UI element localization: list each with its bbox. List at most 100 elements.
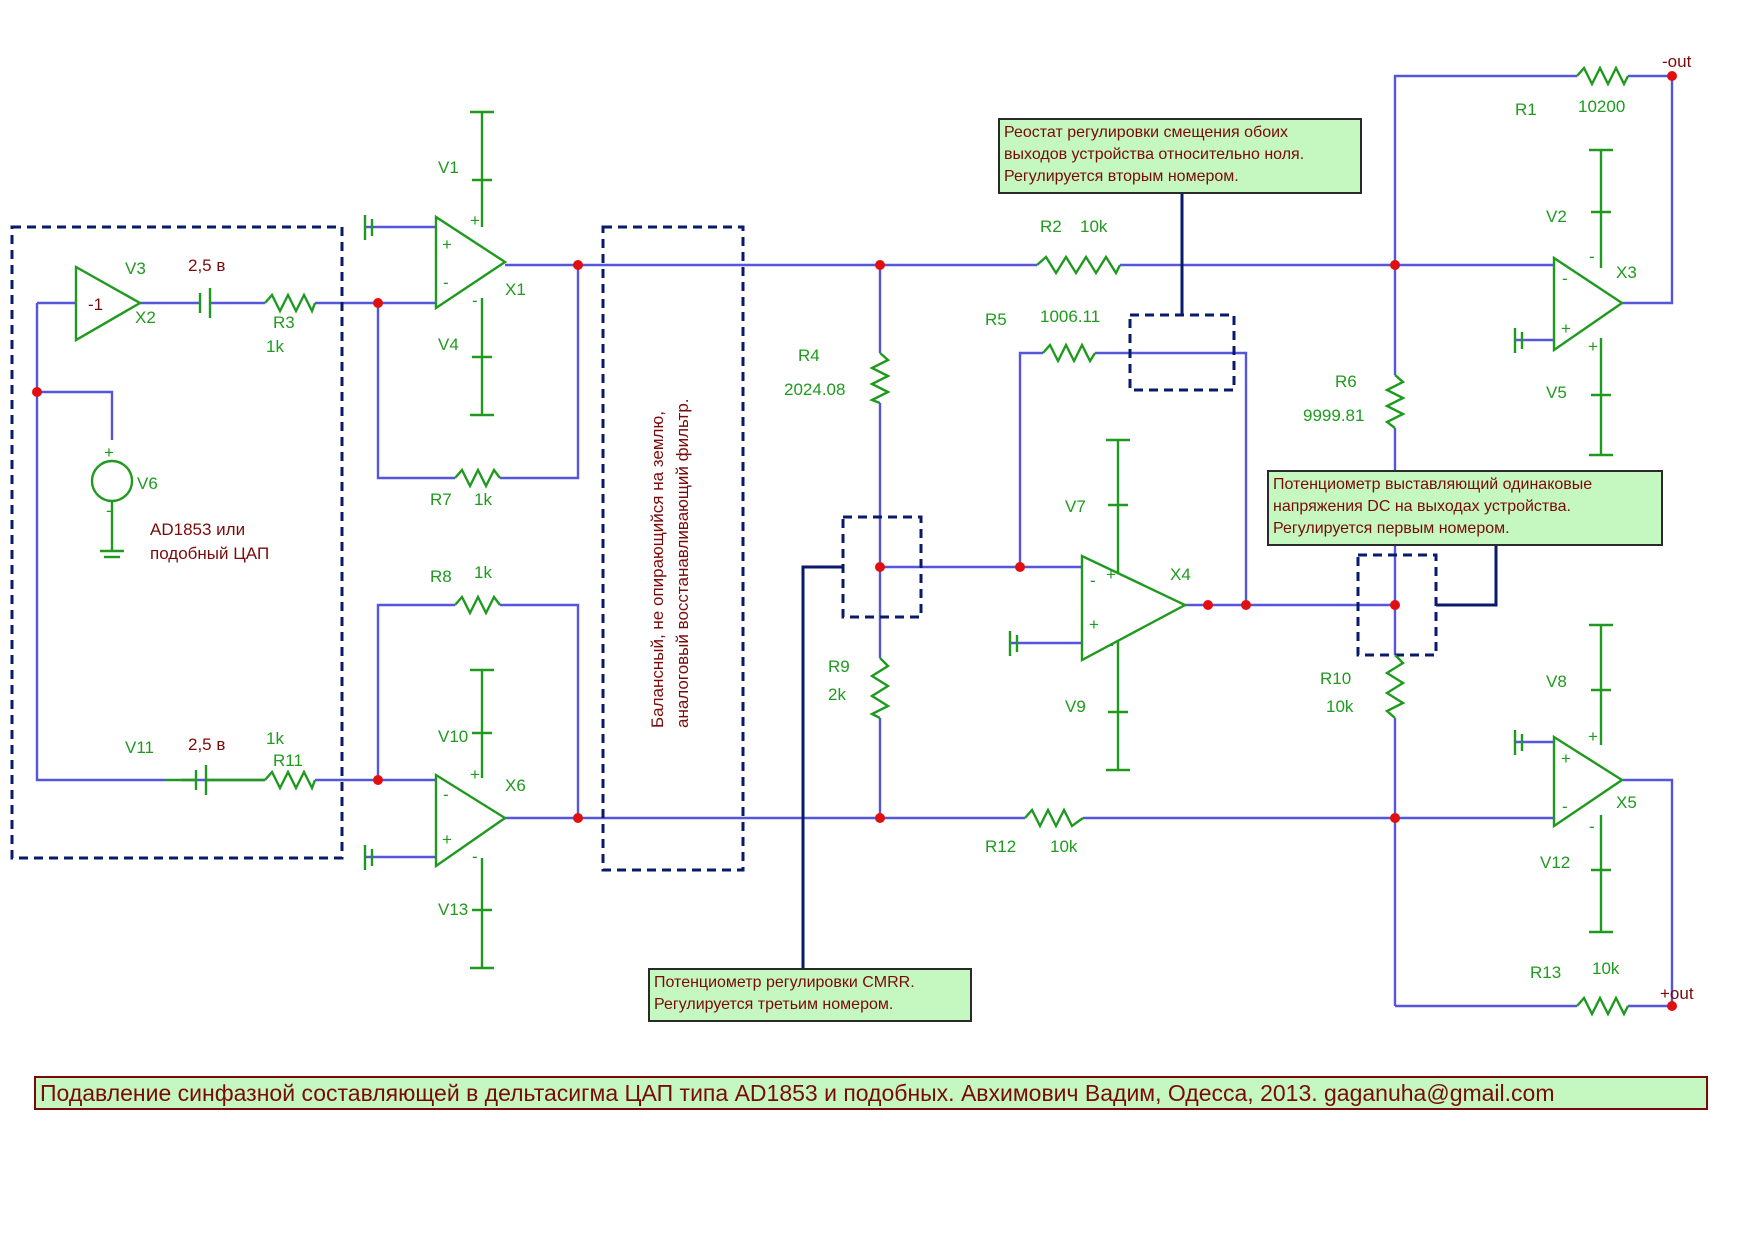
label-r10: R10: [1320, 669, 1351, 688]
note-rheostat-line3: Регулируется вторым номером.: [1004, 168, 1239, 185]
label-v10: V10: [438, 727, 468, 746]
label-r13: R13: [1530, 963, 1561, 982]
label-filter-line2: аналоговый восстанавливающий фильтр.: [673, 399, 692, 729]
label-v8: V8: [1546, 672, 1567, 691]
label-dac-line2: подобный ЦАП: [150, 544, 269, 563]
label-r10-value: 10k: [1326, 697, 1354, 716]
label-r6-value: 9999.81: [1303, 406, 1364, 425]
label-r2: R2: [1040, 217, 1062, 236]
label-r12: R12: [985, 837, 1016, 856]
opamp-x4: [1080, 438, 1188, 772]
label-v6: V6: [137, 474, 158, 493]
label-r8-value: 1k: [474, 563, 492, 582]
label-v3: V3: [125, 259, 146, 278]
label-v3-value: 2,5 в: [188, 256, 225, 275]
resistor-r9: [869, 657, 891, 720]
resistor-r8: [454, 594, 501, 616]
label-r12-value: 10k: [1050, 837, 1078, 856]
svg-text:-: -: [1589, 817, 1595, 836]
opamp-x5: [1552, 623, 1625, 934]
svg-text:+: +: [1588, 337, 1598, 356]
svg-text:+: +: [1561, 319, 1571, 338]
note-pot-cmrr: Потенциометр регулировки CMRR. Регулируе…: [648, 968, 972, 1022]
label-r1-value: 10200: [1578, 97, 1625, 116]
svg-text:-: -: [1562, 797, 1568, 816]
label-v4: V4: [438, 335, 459, 354]
labels: V3 2,5 в -1 X2 R3 1k V6 AD1853 или подоб…: [88, 52, 1694, 1003]
label-r1: R1: [1515, 100, 1537, 119]
label-r13-value: 10k: [1592, 959, 1620, 978]
label-x2-value: -1: [88, 295, 103, 314]
svg-text:-: -: [443, 273, 449, 292]
label-r9: R9: [828, 657, 850, 676]
svg-text:+: +: [1089, 615, 1099, 634]
opamp-x3: [1552, 148, 1625, 457]
junctions: [32, 71, 1677, 1011]
resistor-r2: [1036, 254, 1122, 276]
label-r8: R8: [430, 567, 452, 586]
label-x2: X2: [135, 308, 156, 327]
resistor-r3: [264, 292, 317, 314]
label-x5: X5: [1616, 793, 1637, 812]
svg-text:-: -: [1090, 571, 1096, 590]
svg-text:-: -: [472, 291, 478, 310]
resistor-r6: [1384, 374, 1406, 429]
label-filter-line1: Балансный, не опирающийся на землю,: [648, 411, 667, 728]
label-r4: R4: [798, 346, 820, 365]
label-r7: R7: [430, 490, 452, 509]
svg-text:+: +: [1561, 749, 1571, 768]
note-rheostat: Реостат регулировки смещения обоих выход…: [998, 118, 1362, 194]
svg-text:+: +: [104, 443, 114, 462]
label-v11-value: 2,5 в: [188, 735, 225, 754]
label-r2-value: 10k: [1080, 217, 1108, 236]
svg-text:-: -: [443, 785, 449, 804]
note-pot-dc: Потенциометр выставляющий одинаковые нап…: [1267, 470, 1663, 546]
resistor-r4: [869, 352, 891, 405]
label-v9: V9: [1065, 697, 1086, 716]
label-v11: V11: [125, 738, 154, 757]
svg-text:-: -: [472, 847, 478, 866]
svg-text:+: +: [1106, 565, 1116, 584]
label-r4-value: 2024.08: [784, 380, 845, 399]
source-v6: + -: [90, 443, 134, 559]
resistor-r5: [1042, 342, 1097, 364]
svg-text:-: -: [106, 501, 112, 520]
note-pot-cmrr-line1: Потенциометр регулировки CMRR.: [654, 974, 915, 991]
svg-text:+: +: [1588, 727, 1598, 746]
opamp-x6: [434, 668, 508, 970]
ground-stubs: [363, 215, 1524, 870]
label-v7: V7: [1065, 497, 1086, 516]
opamp-x1: [434, 110, 508, 417]
label-r7-value: 1k: [474, 490, 492, 509]
resistor-r13: [1576, 995, 1630, 1017]
svg-text:-: -: [1589, 247, 1595, 266]
label-x4: X4: [1170, 565, 1191, 584]
note-pot-dc-line2: напряжения DC на выходах устройства.: [1273, 498, 1571, 515]
label-v13: V13: [438, 900, 468, 919]
label-r6: R6: [1335, 372, 1357, 391]
resistor-r11: [264, 769, 317, 791]
label-v1: V1: [438, 158, 459, 177]
label-x1: X1: [505, 280, 526, 299]
note-rheostat-line2: выходов устройства относительно ноля.: [1004, 146, 1305, 163]
svg-text:+: +: [470, 211, 480, 230]
resistor-r1: [1576, 65, 1630, 87]
label-v12: V12: [1540, 853, 1570, 872]
resistor-r12: [1024, 807, 1084, 829]
resistor-r7: [454, 467, 501, 489]
label-r3: R3: [273, 313, 295, 332]
label-v2: V2: [1546, 207, 1567, 226]
label-r5-value: 1006.11: [1040, 307, 1100, 326]
label-r3-value: 1k: [266, 337, 284, 356]
label-v5: V5: [1546, 383, 1567, 402]
label-x3: X3: [1616, 263, 1637, 282]
svg-text:-: -: [1562, 269, 1568, 288]
pin-signs: +- +- -+ +- -+ +- -+ -+ +- +-: [442, 211, 1598, 866]
svg-text:+: +: [442, 235, 452, 254]
label-r5: R5: [985, 310, 1007, 329]
note-pot-dc-line3: Регулируется первым номером.: [1273, 520, 1510, 537]
label-minus-out: -out: [1662, 52, 1692, 71]
battery-v3: [198, 288, 212, 318]
resistor-r10: [1384, 654, 1406, 719]
